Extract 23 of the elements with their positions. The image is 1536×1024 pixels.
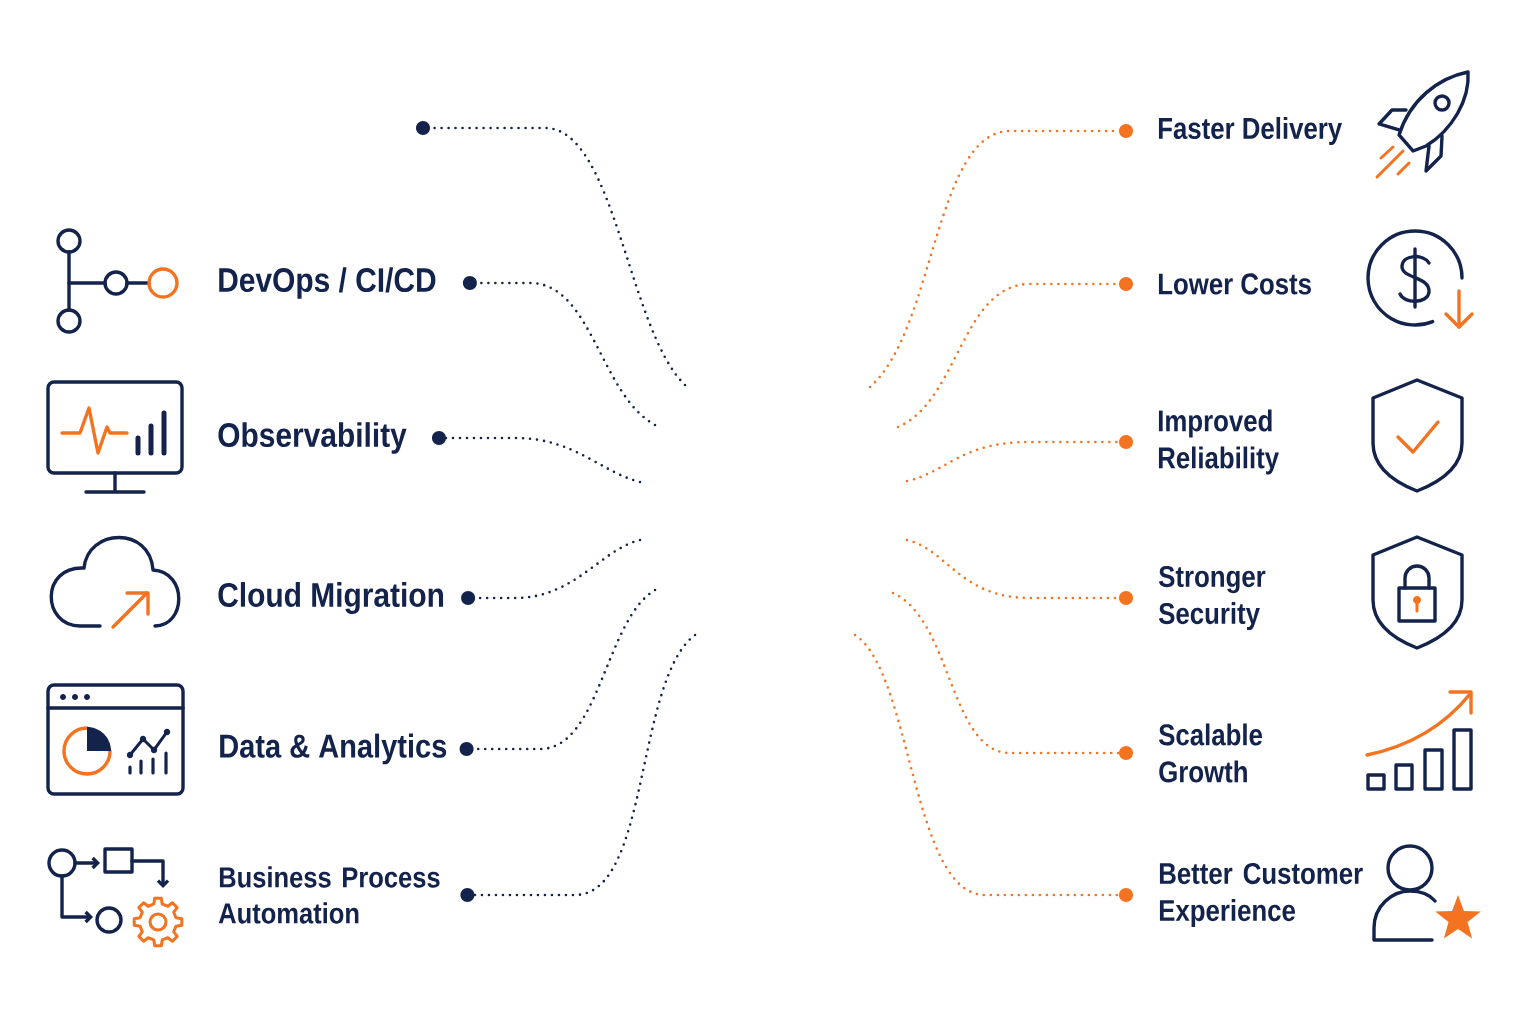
dotted-connector bbox=[868, 124, 1133, 389]
dotted-connector bbox=[462, 276, 657, 427]
topic-label: Data & Analytics bbox=[220, 733, 447, 765]
benefit-label: Faster Delivery bbox=[1158, 117, 1343, 145]
benefit-label: Stronger Security bbox=[1158, 565, 1266, 631]
topic-label: Cloud Migration bbox=[218, 582, 444, 614]
dotted-connector bbox=[459, 588, 657, 756]
benefit-label: Improved Reliability bbox=[1158, 409, 1279, 475]
connector-dot bbox=[416, 121, 430, 135]
dotted-connector bbox=[461, 538, 642, 605]
dotted-connector bbox=[432, 431, 642, 484]
dotted-connector bbox=[853, 633, 1133, 902]
dotted-connector bbox=[905, 435, 1133, 483]
dotted-connector bbox=[460, 633, 697, 902]
dotted-connector bbox=[905, 538, 1133, 605]
benefit-label: Scalable Growth bbox=[1158, 723, 1263, 783]
topic-label: DevOps / CI/CD bbox=[219, 267, 436, 299]
topic-label: Observability bbox=[218, 422, 407, 454]
dotted-connector bbox=[896, 277, 1133, 429]
dotted-connector bbox=[891, 591, 1133, 760]
topic-label: Business Process Automation bbox=[218, 866, 440, 924]
benefit-label: Lower Costs bbox=[1158, 273, 1311, 295]
benefit-label: Better Customer Experience bbox=[1159, 862, 1363, 928]
